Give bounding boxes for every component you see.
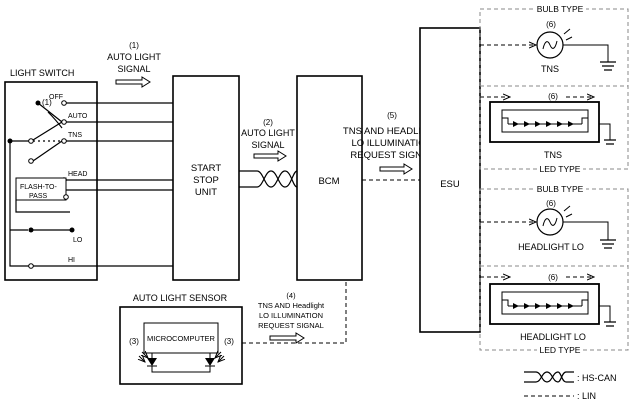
signal-2-label-1: AUTO LIGHT: [241, 128, 295, 138]
switch-output-lines: [97, 102, 173, 267]
signal-5-label-1: TNS AND HEADLIGHT: [343, 126, 441, 137]
signal-1-label-2: SIGNAL: [117, 64, 150, 74]
light-switch-internals: [7, 100, 97, 269]
tns-led-label: TNS: [544, 150, 562, 160]
signal-5-label-3: REQUEST SIGNAL: [350, 150, 433, 161]
headlight-led-type-label: LED TYPE: [540, 345, 581, 355]
tns-bulb-number: (6): [546, 20, 556, 29]
switch-head-label: HEAD: [68, 171, 87, 178]
switch-auto-label: AUTO: [68, 113, 88, 120]
start-stop-label-1: START: [191, 163, 221, 174]
legend-lin-label: : LIN: [577, 391, 596, 401]
signal-2-label-2: SIGNAL: [251, 140, 284, 150]
switch-flash-label-2: PASS: [29, 193, 47, 200]
sensor-box: [119, 306, 243, 385]
headlight-bulb-label: HEADLIGHT LO: [518, 242, 584, 252]
signal-4-label-3: REQUEST SIGNAL: [258, 321, 324, 330]
signal-4-arrow: [269, 332, 305, 344]
signal-5-arrow: [379, 163, 413, 175]
tns-bulb-type-label: BULB TYPE: [537, 4, 584, 14]
switch-lo-label: LO: [73, 237, 83, 244]
tns-led-number: (6): [548, 92, 558, 101]
hs-can-twisted-pair: [239, 170, 298, 188]
esu-box: [419, 27, 481, 333]
switch-tns-label: TNS: [68, 132, 82, 139]
tns-bulb-label: TNS: [541, 64, 559, 74]
tns-bulb: [480, 28, 616, 71]
headlight-led-number: (6): [548, 273, 558, 282]
signal-4-label-2: LO ILLUMINATION: [259, 311, 323, 320]
headlight-bulb: [480, 205, 616, 249]
sensor-right-number: (3): [224, 337, 234, 346]
switch-hi-label: HI: [68, 257, 75, 264]
headlight-led-label: HEADLIGHT LO: [520, 332, 586, 342]
switch-off-label: OFF: [49, 94, 63, 101]
headlight-bulb-number: (6): [546, 199, 556, 208]
signal-1-label-1: AUTO LIGHT: [107, 52, 161, 62]
legend-hs-can-label: : HS-CAN: [577, 373, 617, 383]
microcomputer-box: [143, 322, 219, 354]
signal-1-marker: (1): [42, 98, 52, 107]
headlight-bulb-type-label: BULB TYPE: [537, 184, 584, 194]
sensor-title: AUTO LIGHT SENSOR: [133, 293, 228, 303]
sensor-photodiodes: [139, 352, 224, 373]
signal-2-arrow: [253, 150, 287, 162]
signal-4-label-1: TNS AND Headlight: [258, 301, 325, 310]
switch-flash-label-1: FLASH-TO-: [20, 184, 57, 191]
legend-hs-can-symbol: [524, 371, 574, 383]
start-stop-label-3: UNIT: [195, 187, 217, 198]
light-switch-title: LIGHT SWITCH: [10, 68, 74, 78]
bcm-label: BCM: [318, 176, 339, 187]
start-stop-unit-box: [172, 75, 240, 281]
signal-2-number: (2): [263, 118, 273, 127]
bcm-box: [296, 75, 363, 281]
signal-5-number: (5): [387, 111, 397, 120]
signal-4-number: (4): [286, 291, 296, 300]
signal-1-number: (1): [129, 41, 139, 50]
signal-5-label-2: LO ILLUMINATION: [351, 138, 432, 149]
sensor-left-number: (3): [129, 337, 139, 346]
microcomputer-label: MICROCOMPUTER: [147, 334, 215, 343]
tns-led-type-label: LED TYPE: [540, 164, 581, 174]
start-stop-label-2: STOP: [193, 175, 219, 186]
esu-label: ESU: [440, 179, 460, 190]
signal-1-arrow: [115, 76, 151, 88]
headlight-led-module: [480, 277, 616, 327]
tns-led-module: [480, 97, 616, 145]
